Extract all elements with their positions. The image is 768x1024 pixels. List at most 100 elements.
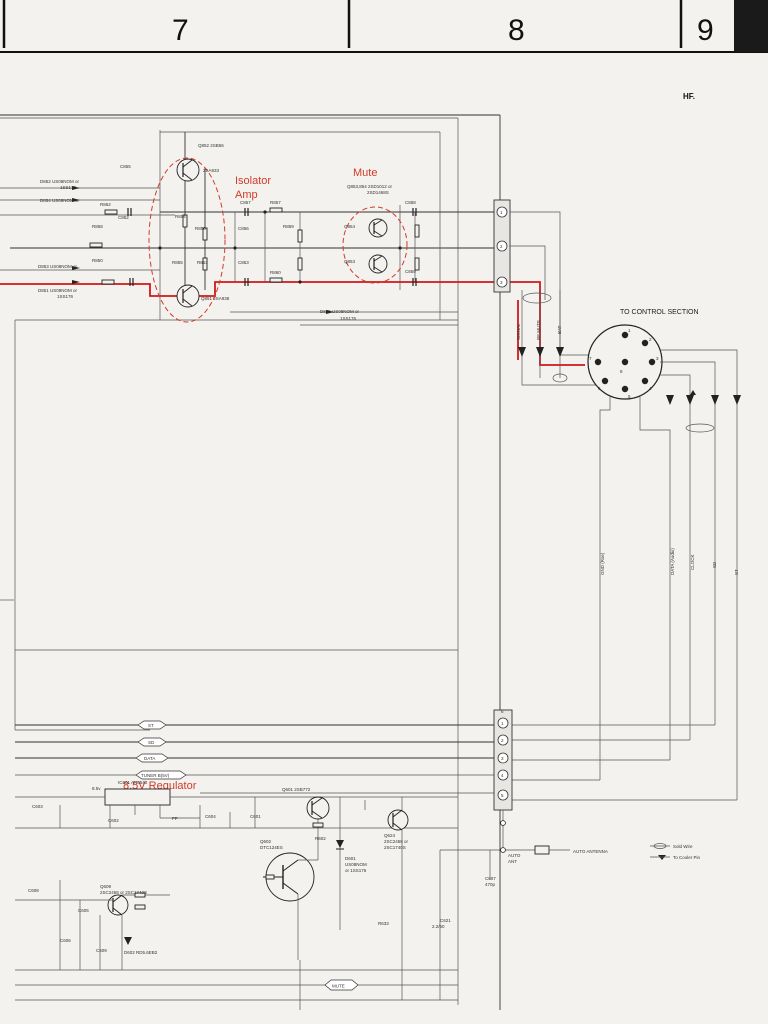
auto-antenna-label: AUTO ANTENNA [573, 849, 608, 854]
d601-alt-label: or 1SS176 [345, 868, 367, 873]
regulator-ic601 [15, 788, 458, 829]
upper-connector-pin-3: 3 [500, 280, 503, 285]
c608-label: C608 [28, 888, 39, 893]
din-pin-1: 1 [628, 328, 631, 333]
auto-ant-label-2: ANT [508, 859, 517, 864]
ic601-label: IC601 AN6540 [118, 780, 148, 785]
r856-label: R856 [195, 226, 206, 231]
transistor-q852 [176, 158, 200, 182]
c604-label: C604 [205, 814, 216, 819]
passive-components-top [72, 186, 420, 314]
q609-label: Q609 [100, 884, 112, 889]
svg-text:SD: SD [148, 740, 155, 745]
control-signal-label-1: SIGNAL [516, 323, 521, 340]
lower-connector-pin-5: 5 [501, 793, 504, 798]
column-number-8: 8 [508, 14, 525, 47]
d852-label: D852 US08NOM or [40, 179, 80, 184]
bottom-signal-label-4: SD [712, 561, 717, 568]
to-control-section-label: TO CONTROL SECTION [620, 309, 699, 316]
legend [650, 843, 670, 860]
header-strip: 7 8 9 HF. [0, 0, 768, 101]
d855-label: D855 US08NOM or [320, 309, 360, 314]
r862-label: R862 [100, 202, 111, 207]
q624-label: Q624 [384, 833, 396, 838]
d602-label: D602 RD5.6EB2 [124, 950, 158, 955]
highlighted-signal-path [0, 281, 585, 366]
auto-ant-label-1: AUTO [508, 853, 521, 858]
bus-wiring [15, 724, 737, 801]
c607-label: C607 [485, 876, 496, 881]
upper-connector-pin-1: 1 [500, 210, 503, 215]
board-outline [0, 114, 501, 1010]
c859-label: C859 [405, 269, 416, 274]
transistor-q851 [176, 284, 200, 308]
r860-label: R860 [270, 270, 281, 275]
c607-value-label: 470p [485, 882, 496, 887]
amp-annotation: Amp [235, 189, 258, 201]
din-pin-6: 6 [598, 386, 601, 391]
din-pin-7: 7 [589, 356, 592, 361]
legend-item-1: Sold Wire [673, 844, 693, 849]
svg-text:TUNER B(5V): TUNER B(5V) [141, 773, 170, 778]
q624-type-label: 2SC2458 or [384, 839, 409, 844]
r853-label: R853 [197, 260, 208, 265]
d854-label: D854 US08NOM or [40, 198, 80, 203]
column-number-7: 7 [172, 14, 189, 47]
c852-label: C852 [118, 215, 129, 220]
d853-label: D853 US08NOM or [38, 264, 78, 269]
c855-label: C855 [120, 164, 131, 169]
c858-label: C858 [405, 200, 416, 205]
q853-label: Q853 [344, 259, 356, 264]
din-pin-3: 3 [656, 356, 659, 361]
isolator-amp-outline [148, 157, 226, 323]
transistor-q602 [263, 852, 318, 960]
diode-d601 [336, 840, 344, 930]
bottom-signal-label-5: ST [734, 569, 739, 575]
bottom-signal-label-3: CLOCK [690, 554, 695, 570]
transistor-q854 [368, 218, 388, 238]
c621-label: C621 [440, 918, 451, 923]
d851-alt-label: 1SS176 [57, 294, 74, 299]
lower-connector [493, 709, 513, 811]
transistor-q601 [306, 796, 341, 860]
c603-label: C603 [32, 804, 43, 809]
transistor-q624 [364, 797, 409, 1000]
transistor-q609 [15, 880, 458, 971]
svg-text:DATA: DATA [144, 756, 155, 761]
svg-text:ST: ST [148, 723, 154, 728]
lower-connector-pin-1: 1 [501, 721, 504, 726]
q852-label: Q852 2SB56 [198, 143, 224, 148]
c621-value-label: 2.2/50 [432, 924, 445, 929]
c856-label: C856 [238, 226, 249, 231]
v85-label: 8.5v [92, 786, 101, 791]
bus-tag-sd: SD [137, 737, 167, 747]
c853-label: C853 [238, 260, 249, 265]
q854-label: Q854 [344, 224, 356, 229]
mute-outline [342, 206, 408, 284]
din-pin-8: 8 [620, 369, 623, 374]
r602-label: R602 [315, 836, 326, 841]
r855-label: R855 [172, 260, 183, 265]
c602-label: C602 [108, 818, 119, 823]
r858-label: R858 [92, 224, 103, 229]
bus-tag-tuner: TUNER B(5V) [135, 770, 187, 780]
bus-tag-data: DATA [135, 753, 169, 763]
bottom-signal-label-1: GND (Rse) [600, 552, 605, 575]
d855-alt-label: 1SS176 [340, 316, 357, 321]
c609-label: C609 [96, 948, 107, 953]
din-pin-2: 2 [649, 337, 652, 342]
d601-label: D601 [345, 856, 356, 861]
lower-connector-pin-4: 4 [501, 773, 504, 778]
q852-type-label: 2SA933 [203, 168, 220, 173]
r854-label: R854 [175, 214, 186, 219]
c605-label: C605 [78, 908, 89, 913]
q624-alt-label: 2SC1740S [384, 845, 406, 850]
upper-connector-pin-2: 2 [500, 244, 503, 249]
transistor-q853 [368, 254, 388, 274]
page-tab [734, 0, 768, 52]
c606-label: C606 [60, 938, 71, 943]
column-number-9: 9 [697, 14, 714, 47]
auto-antenna-connector [439, 810, 570, 1000]
c857-label: C857 [240, 200, 251, 205]
